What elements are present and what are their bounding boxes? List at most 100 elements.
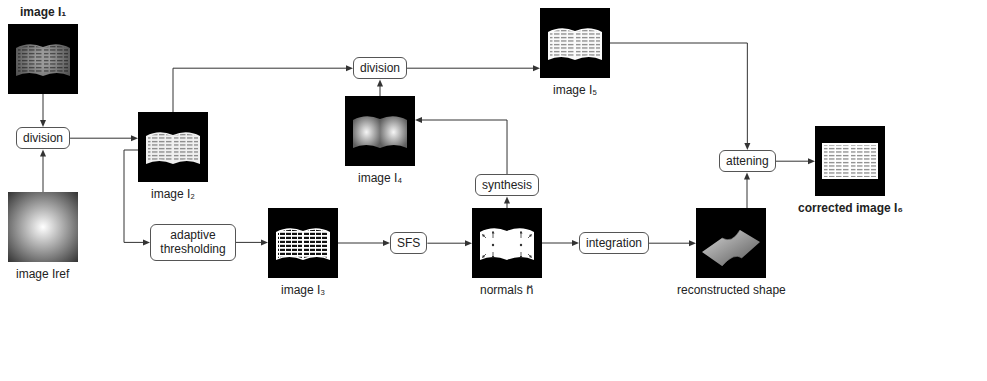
flow-arrow (744, 172, 750, 208)
flow-arrow (40, 149, 46, 192)
illustration-part (8, 192, 78, 262)
image-node: image I₅ (540, 8, 610, 78)
illustration-part (278, 230, 328, 258)
process-label: division (360, 61, 400, 75)
illustration-part (493, 232, 494, 238)
arrow-head (465, 240, 472, 246)
flow-line (338, 243, 384, 244)
arrow-head (143, 239, 150, 245)
flow-arrow (415, 117, 507, 174)
illustration-part (380, 116, 407, 148)
flow-arrow (173, 65, 353, 112)
flow-arrow (377, 79, 383, 96)
illustration-part (483, 232, 531, 257)
reconstructed-shape-picture (696, 208, 766, 278)
flow-line (43, 155, 44, 192)
illustration-part (696, 208, 766, 278)
flow-line (610, 43, 747, 144)
process-box: adaptive thresholding (150, 224, 236, 261)
flow-line (407, 68, 534, 69)
arrow-head (533, 65, 540, 71)
arrow-head (383, 240, 390, 246)
arrow-head (415, 117, 422, 123)
image-label: image I₃ (281, 283, 325, 297)
illustration-part (851, 145, 876, 177)
process-label: SFS (397, 236, 420, 250)
flow-line (380, 85, 381, 96)
image-label: reconstructed shape (677, 283, 786, 297)
flow-arrow (542, 240, 579, 246)
illustration-part (146, 132, 200, 164)
process-label: adaptive thresholding (157, 228, 229, 257)
reference-image: image Iref (8, 192, 78, 262)
flow-arrow (338, 240, 390, 246)
process-box: attening (719, 150, 776, 172)
flow-line (747, 178, 748, 208)
image-label: corrected image I₆ (798, 201, 903, 215)
illustration-part (353, 116, 380, 148)
image-label: normals n⃡ (480, 283, 534, 297)
flow-arrow (427, 240, 472, 246)
image-label: image I₂ (151, 187, 195, 201)
arrow-head (346, 65, 353, 71)
image-label: image I₅ (553, 83, 597, 97)
corrected-shading-picture (540, 8, 610, 78)
illustration-part (702, 230, 760, 266)
illustration-part (483, 254, 486, 257)
illustration-part (550, 30, 600, 58)
illustration-part (268, 208, 338, 278)
process-box: synthesis (475, 174, 539, 196)
process-label: attening (726, 154, 769, 168)
illustration-part (521, 232, 522, 238)
image-node: normals n⃡ (472, 208, 542, 278)
input-image: image I₁ (8, 24, 78, 94)
arrow-head (744, 172, 750, 179)
image-node: image I₃ (268, 208, 338, 278)
flow-line (236, 242, 262, 243)
flow-arrow (40, 94, 46, 127)
normalised-image-picture (138, 112, 208, 182)
flow-arrow (407, 65, 540, 71)
image-label: image Iref (16, 267, 69, 281)
input-image-picture (8, 24, 78, 94)
illustration-part (8, 24, 78, 94)
illustration-part (548, 28, 602, 60)
illustration-part (483, 235, 486, 238)
flow-arrow (504, 196, 510, 208)
illustration-part (822, 143, 878, 179)
output-image: corrected image I₆ (815, 126, 885, 196)
image-label: image I₁ (20, 5, 66, 19)
process-box: division (16, 127, 70, 149)
image-node: image I₂ (138, 112, 208, 182)
arrow-head (377, 79, 383, 86)
illustration-part (521, 252, 522, 257)
flow-line (43, 94, 44, 121)
illustration-part (480, 228, 534, 260)
process-label: synthesis (482, 178, 532, 192)
arrow-head (744, 143, 750, 150)
illustration-part (722, 230, 742, 266)
flow-line (421, 120, 507, 174)
image-node: image I₄ (345, 96, 415, 166)
normals-picture (472, 208, 542, 278)
process-box: SFS (390, 232, 427, 254)
process-box: division (353, 57, 407, 79)
flow-line (542, 243, 573, 244)
illustration-part (815, 126, 885, 196)
arrow-head (504, 196, 510, 203)
flow-arrow (776, 158, 815, 164)
threshold-image-picture (268, 208, 338, 278)
flattened-image-picture (815, 126, 885, 196)
illustration-part (276, 228, 330, 260)
shading-image-picture (345, 96, 415, 166)
flow-arrow (649, 240, 696, 246)
flow-line (70, 138, 132, 139)
illustration-part (528, 235, 531, 238)
flow-arrow (70, 135, 138, 141)
process-label: integration (586, 236, 642, 250)
process-label: division (23, 131, 63, 145)
arrow-head (40, 120, 46, 127)
arrow-head (572, 240, 579, 246)
arrow-head (689, 240, 696, 246)
